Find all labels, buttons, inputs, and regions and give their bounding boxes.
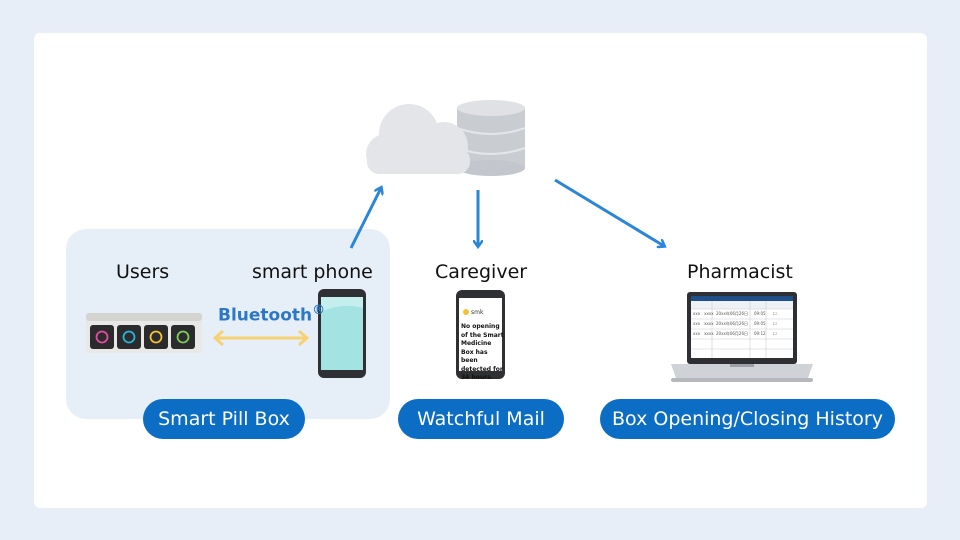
arrow-phone-to-cloud (349, 188, 381, 249)
pill-box-device (86, 313, 202, 353)
caregiver-phone-icon (456, 290, 505, 379)
bluetooth-arrow (212, 329, 310, 347)
caregiver-label: Caregiver (435, 261, 528, 283)
smart-pill-box-pill: Smart Pill Box (143, 399, 305, 439)
smartphone-icon (318, 289, 366, 378)
smart-phone-label: smart phone (252, 261, 373, 283)
history-pill: Box Opening/Closing History (600, 399, 895, 439)
cloud-icon (366, 104, 470, 174)
table-row: xxx xxxx 20xx年06月26日 09:05 ☐ (693, 321, 777, 326)
registered-mark: ® (312, 303, 326, 318)
laptop-icon (671, 292, 813, 382)
bluetooth-label: Bluetooth® (218, 303, 326, 326)
users-label: Users (116, 261, 170, 283)
arrow-cloud-to-pharmacist (554, 178, 664, 246)
table-row: xxx xxxx 20xx年06月26日 09:05 ☐ (693, 311, 777, 316)
message-body: No opening of the Smart Medicine Box has… (461, 323, 504, 381)
pharmacist-label: Pharmacist (687, 261, 793, 283)
watchful-mail-pill: Watchful Mail (398, 399, 564, 439)
table-row: xxx xxxx 20xx年06月26日 09:12 ☐ (693, 331, 777, 336)
message-sender: smk (471, 309, 484, 316)
